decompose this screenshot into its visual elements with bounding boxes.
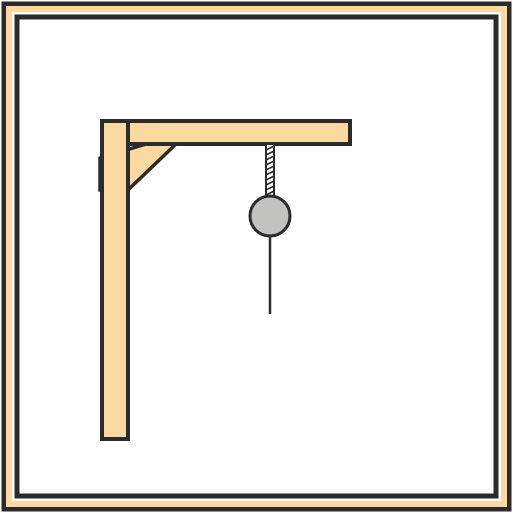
rope-hatching	[265, 145, 275, 201]
rope-hatch-line	[265, 165, 275, 171]
rope-hatch-line	[265, 155, 275, 161]
rope-hatch-line	[265, 170, 275, 176]
rope-hatch-line	[265, 180, 275, 186]
rope-hatch-line	[265, 150, 275, 156]
pendulum-bob	[248, 194, 292, 238]
frame-inner	[14, 14, 499, 499]
rope-hatch-line	[265, 190, 275, 196]
rope-hatch-line	[265, 175, 275, 181]
rope-hatch-line	[265, 145, 275, 151]
rope-hatch-line	[265, 160, 275, 166]
gallows-post	[100, 119, 130, 441]
rope-hatch-line	[265, 185, 275, 191]
gallows-beam	[126, 119, 352, 146]
frame-fill	[6, 6, 507, 507]
rope	[265, 143, 275, 201]
